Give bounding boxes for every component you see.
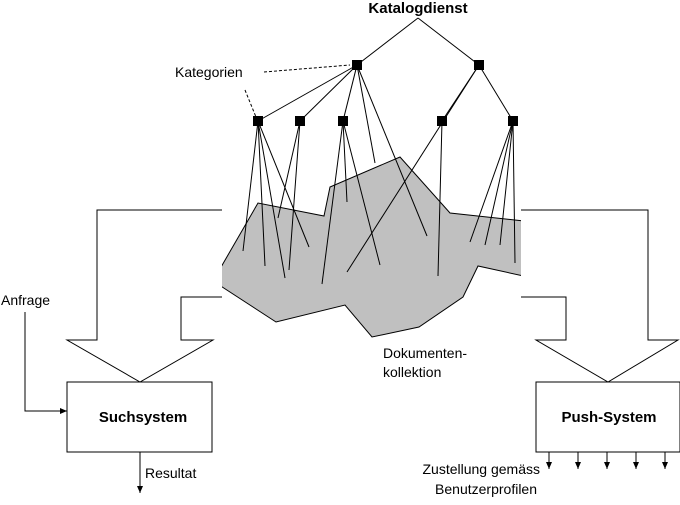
category-node [352,60,362,70]
collection-label-line2: kollektion [383,364,441,380]
catalog-tree-edges [257,64,514,273]
categories-label: Kategorien [175,64,243,80]
search-system-label: Suchsystem [99,409,187,426]
delivery-label-line2: Benutzerprofilen [435,481,537,497]
collection-label-line1: Dokumenten- [383,345,467,361]
category-node [508,116,518,126]
diagram-title: Katalogdienst [368,0,467,17]
query-connector [24,312,67,414]
category-node [474,60,484,70]
push-system-label: Push-System [561,409,656,426]
push-system-box [535,381,680,453]
catalog-tree-root-edges [356,17,480,66]
flow-arrow-left [65,209,222,383]
category-node [437,116,447,126]
query-label: Anfrage [1,292,50,308]
categories-callout-lines [244,64,351,118]
result-label: Resultat [145,465,196,481]
category-node [253,116,263,126]
category-node [295,116,305,126]
search-system-box [66,381,213,453]
delivery-arrows [546,452,668,469]
document-link-lines [242,120,516,285]
catalog-tree-nodes [253,60,518,126]
flow-arrow-right [521,209,680,383]
category-node [338,116,348,126]
delivery-label-line1: Zustellung gemäss [422,461,540,477]
